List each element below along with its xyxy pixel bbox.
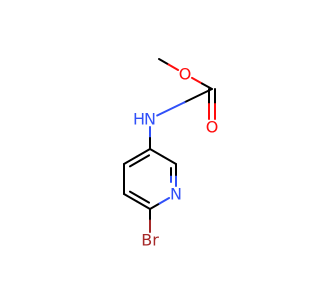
bond-c_me-o_ester-a xyxy=(158,58,170,66)
bond-c6-n_ring-a xyxy=(149,202,161,210)
atom-label-n_h: H xyxy=(133,110,145,129)
bond-c_carb-n_amine-a xyxy=(183,88,213,104)
atom-label-o_carb: O xyxy=(206,118,219,137)
bond-c2-c3-b xyxy=(149,148,164,158)
atom-label-n_ring: N xyxy=(170,185,182,204)
bond-c_carb-n_amine-b xyxy=(156,101,186,117)
bond-c_me-o_ester-b xyxy=(167,63,180,72)
bond-c5-c6-a xyxy=(123,193,138,203)
bond-o_ester-c_carb-a xyxy=(190,76,203,85)
bond-c2-c3-a xyxy=(162,155,177,165)
atom-label-br: Br xyxy=(141,231,159,250)
bond-c3-c4-b xyxy=(123,155,138,165)
bond-c6-n_ring-b xyxy=(158,196,171,205)
bond-c3-c4-inner-b xyxy=(128,159,141,168)
atom-label-o_ester: O xyxy=(179,65,192,84)
bond-c3-c4-inner-a xyxy=(138,154,151,162)
bond-c5-c6-inner-a xyxy=(128,190,141,199)
bond-c3-c4-a xyxy=(136,148,151,158)
bond-c5-c6-b xyxy=(136,200,151,210)
bond-c5-c6-inner-b xyxy=(138,196,151,204)
bond-layer xyxy=(123,58,216,233)
atom-label-n_amine: N xyxy=(144,110,156,129)
bond-o_ester-c_carb-b xyxy=(200,82,213,90)
